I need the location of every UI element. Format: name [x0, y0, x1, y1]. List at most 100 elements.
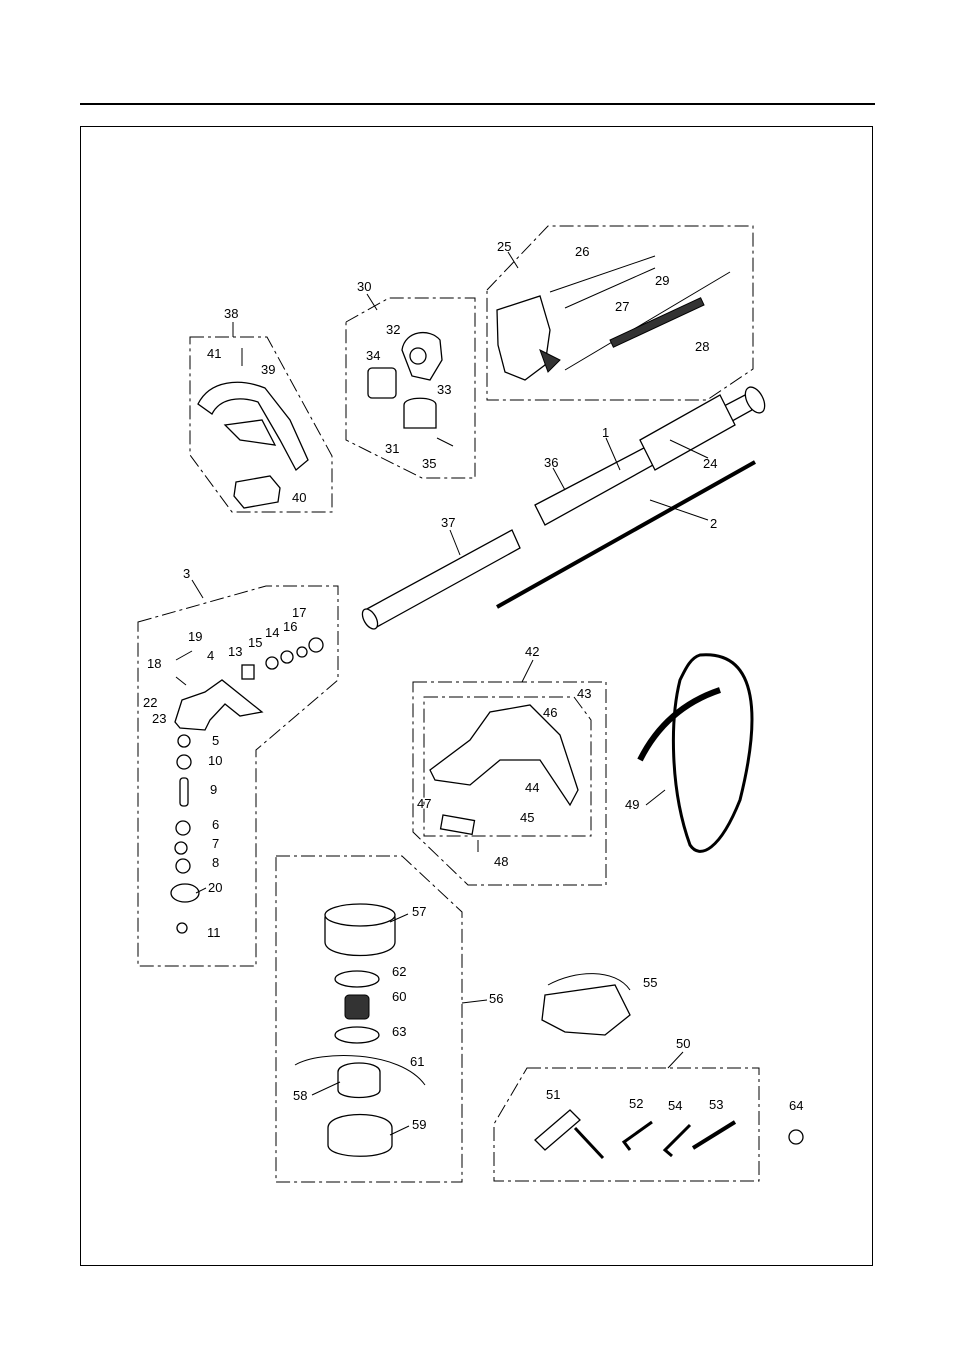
- label-47: 47: [417, 796, 431, 811]
- label-29: 29: [655, 273, 669, 288]
- label-31: 31: [385, 441, 399, 456]
- bolt-19: [175, 650, 193, 661]
- label-40: 40: [292, 490, 306, 505]
- label-58: 58: [293, 1088, 307, 1103]
- label-35: 35: [422, 456, 436, 471]
- label-22: 22: [143, 695, 157, 710]
- leader-49: [645, 789, 666, 806]
- handle-bracket: [223, 419, 277, 446]
- clamp-40: [233, 475, 281, 509]
- throttle-trigger: [539, 348, 561, 373]
- label-9: 9: [210, 782, 217, 797]
- wrench-51-pin: [573, 1126, 605, 1160]
- leader-57: [389, 913, 409, 923]
- hex-key-54: [662, 1123, 692, 1158]
- bearing-8: [175, 858, 191, 874]
- label-46: 46: [543, 705, 557, 720]
- label-55: 55: [643, 975, 657, 990]
- spool-58: [337, 1062, 381, 1099]
- tube-37: [364, 529, 521, 629]
- shaft-1-end: [744, 386, 766, 414]
- cable-27: [564, 267, 656, 309]
- label-14: 14: [265, 625, 279, 640]
- group-outlines: [137, 225, 760, 1183]
- label-53: 53: [709, 1097, 723, 1112]
- bolt-18: [175, 676, 187, 686]
- group-outline-50: [493, 1067, 760, 1182]
- label-49: 49: [625, 797, 639, 812]
- goggles-55: [541, 984, 631, 1036]
- label-34: 34: [366, 348, 380, 363]
- label-32: 32: [386, 322, 400, 337]
- holder-33: [403, 397, 437, 429]
- bearing-5: [177, 734, 191, 748]
- spring-28: [609, 297, 705, 348]
- label-41: 41: [207, 346, 221, 361]
- label-6: 6: [212, 817, 219, 832]
- part-labels: 1 2 3 4 5 6 7 8 9 10 11 13 14 15 16 17 1…: [143, 239, 803, 1132]
- base-59: [327, 1113, 393, 1157]
- bearing-6: [175, 820, 191, 836]
- group-outline-43: [423, 696, 592, 837]
- label-24: 24: [703, 456, 717, 471]
- label-2: 2: [710, 516, 717, 531]
- group-outline-30: [345, 297, 476, 479]
- hex-key-52: [621, 1120, 653, 1151]
- label-30: 30: [357, 279, 371, 294]
- line-61: [294, 1054, 426, 1086]
- label-50: 50: [676, 1036, 690, 1051]
- ring-16: [296, 646, 308, 658]
- leader-30: [366, 293, 378, 311]
- gear-10: [176, 754, 192, 770]
- label-7: 7: [212, 836, 219, 851]
- bolt-35: [436, 437, 454, 447]
- label-20: 20: [208, 880, 222, 895]
- cover-57-top: [324, 903, 396, 927]
- group-outline-25: [486, 225, 754, 401]
- page-top-rule: [80, 103, 875, 105]
- group-outline-42: [412, 681, 607, 886]
- label-38: 38: [224, 306, 238, 321]
- label-56: 56: [489, 991, 503, 1006]
- label-44: 44: [525, 780, 539, 795]
- cable-26: [549, 255, 656, 293]
- harness-strap: [637, 687, 721, 762]
- grip-24: [639, 394, 736, 471]
- goggles-strap: [547, 973, 631, 991]
- label-13: 13: [228, 644, 242, 659]
- label-45: 45: [520, 810, 534, 825]
- spanner-53: [691, 1120, 737, 1150]
- label-63: 63: [392, 1024, 406, 1039]
- leader-25: [507, 251, 519, 269]
- label-23: 23: [152, 711, 166, 726]
- leader-56: [461, 999, 488, 1004]
- holder-20: [170, 883, 200, 903]
- label-27: 27: [615, 299, 629, 314]
- label-26: 26: [575, 244, 589, 259]
- washer-62: [334, 970, 380, 988]
- label-17: 17: [292, 605, 306, 620]
- sleeve-34: [367, 367, 397, 399]
- label-5: 5: [212, 733, 219, 748]
- label-16: 16: [283, 619, 297, 634]
- leader-37: [449, 529, 461, 556]
- leader-59: [389, 1125, 410, 1136]
- label-19: 19: [188, 629, 202, 644]
- label-64: 64: [789, 1098, 803, 1113]
- nut-11: [176, 922, 188, 934]
- label-59: 59: [412, 1117, 426, 1132]
- label-28: 28: [695, 339, 709, 354]
- clip-17: [308, 637, 324, 653]
- leader-42: [521, 659, 534, 683]
- gear-case-4: [174, 679, 264, 731]
- throttle-25: [496, 295, 551, 381]
- label-43: 43: [577, 686, 591, 701]
- part-drawings: [170, 255, 804, 1160]
- label-54: 54: [668, 1098, 682, 1113]
- ring-7: [174, 841, 188, 855]
- label-3: 3: [183, 566, 190, 581]
- leader-24: [669, 439, 709, 459]
- diagram-frame: [80, 126, 873, 1266]
- shaft-2: [496, 460, 756, 609]
- cable-29: [564, 271, 731, 371]
